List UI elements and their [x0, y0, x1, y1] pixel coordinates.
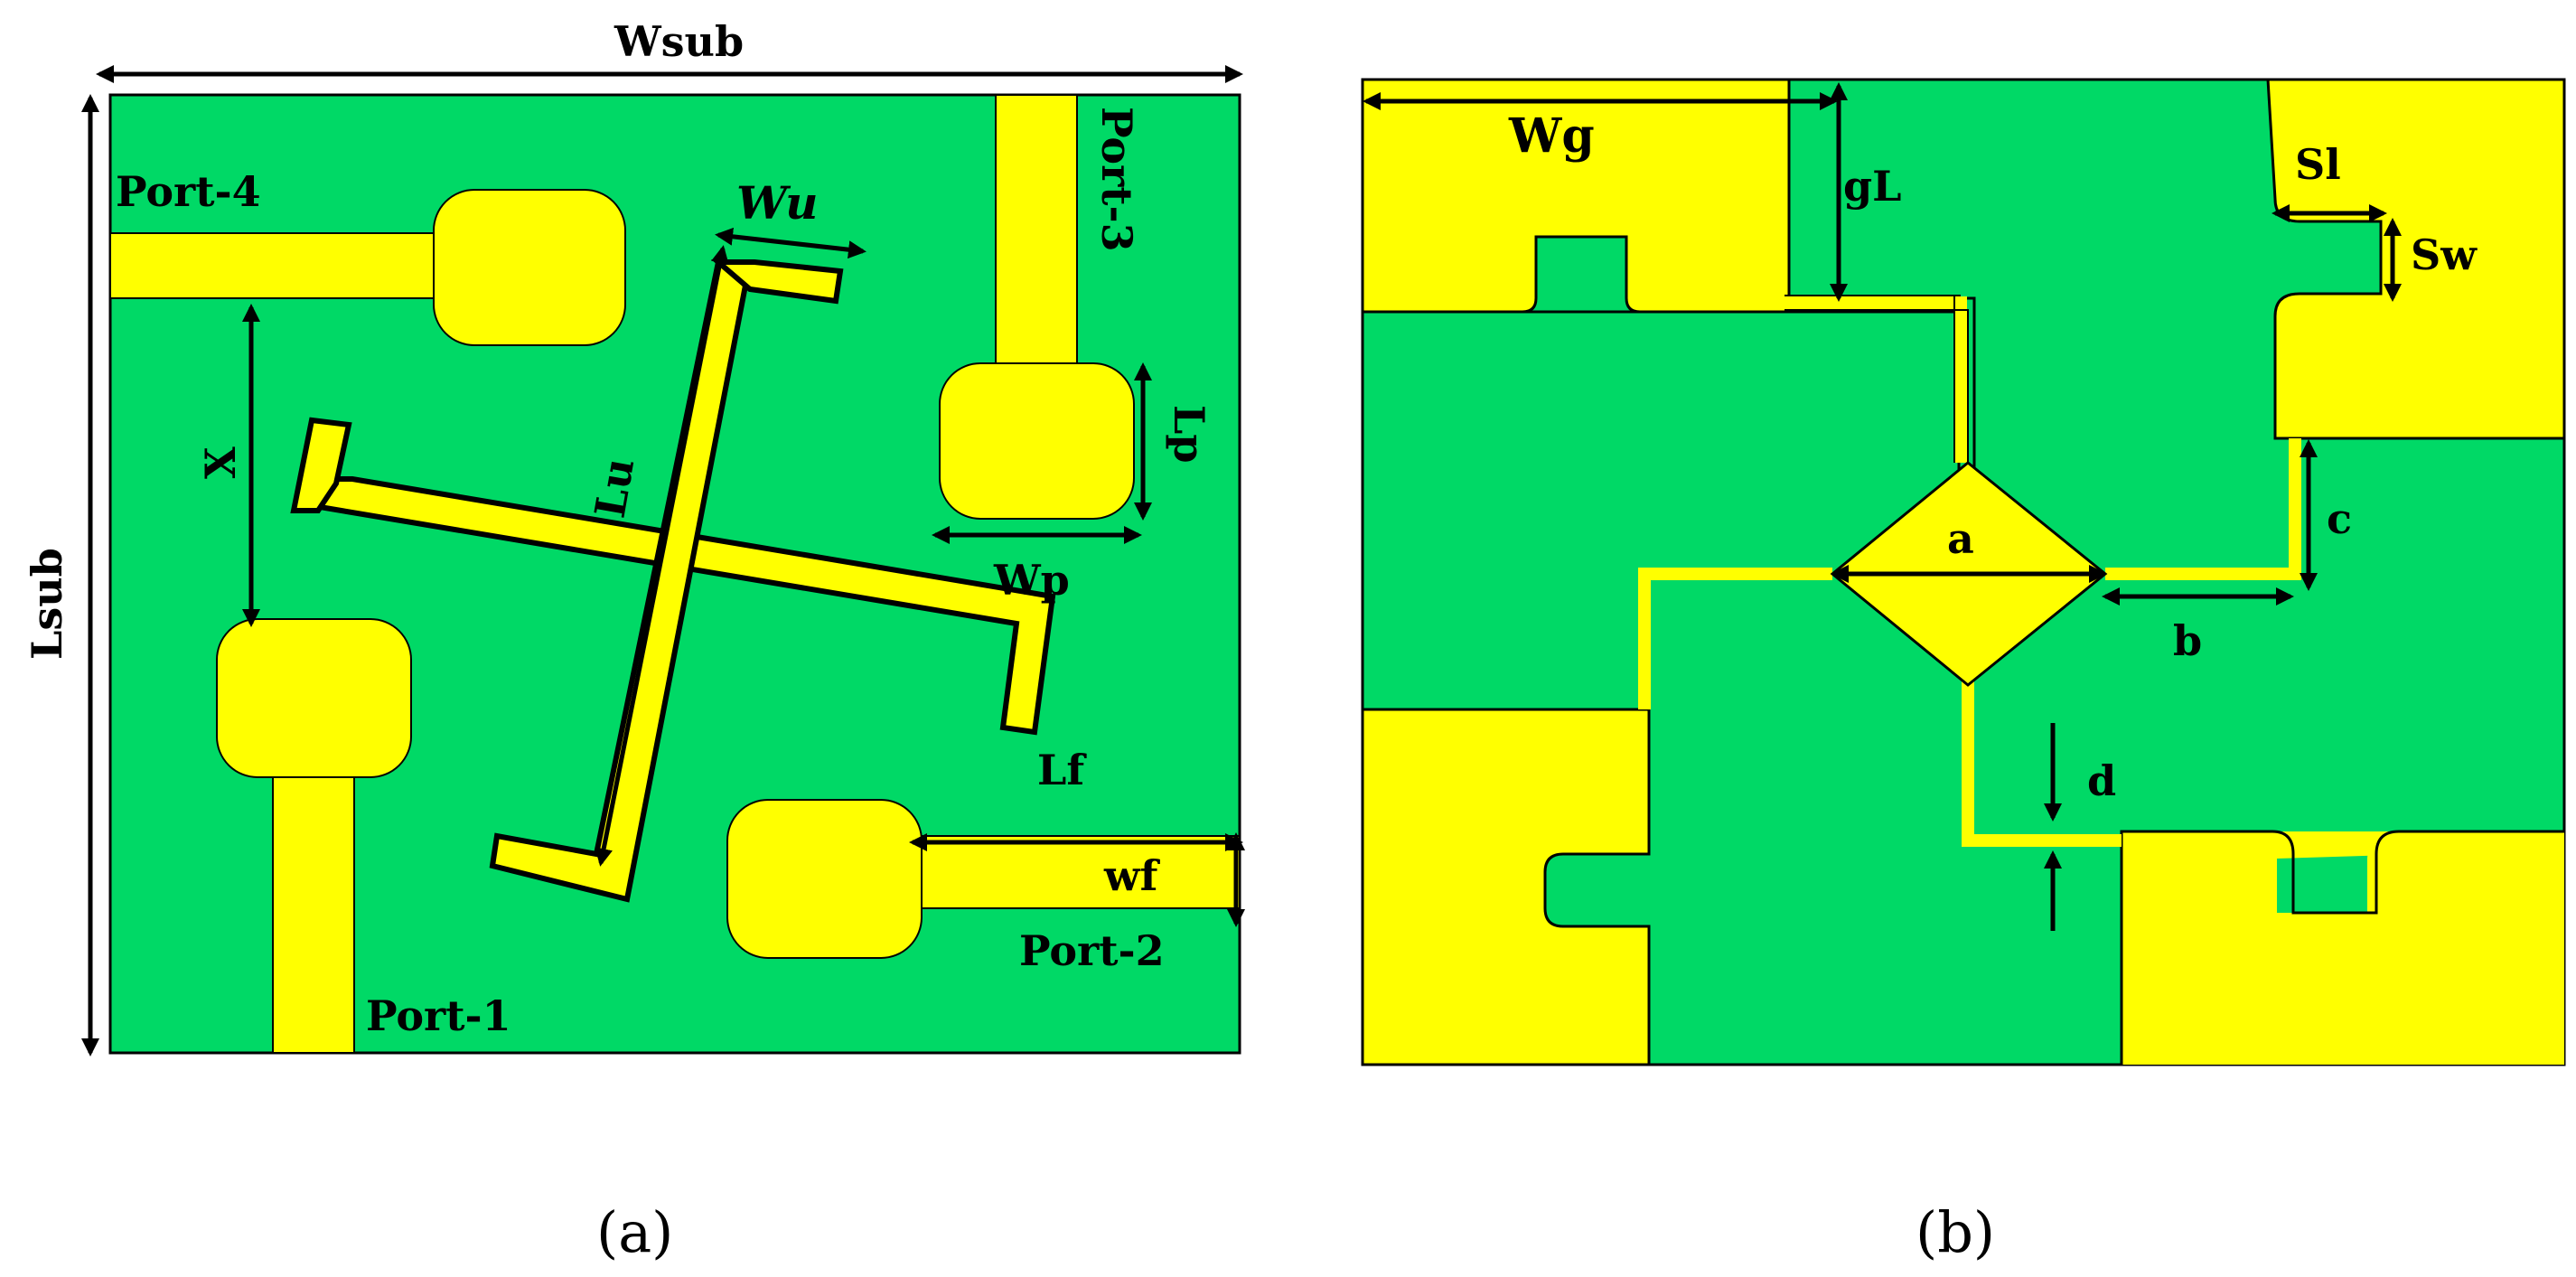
microstrip-trace-lower	[1962, 680, 2122, 847]
label-sl: Sl	[2295, 140, 2341, 189]
label-lp: Lp	[1165, 405, 1213, 464]
pad-port3	[939, 362, 1135, 520]
cross-resonator-hook-top	[710, 259, 844, 305]
label-port2: Port-2	[1019, 926, 1165, 975]
ground-bottom-right	[2122, 831, 2564, 1065]
pad-port1	[216, 618, 412, 778]
ground-bottom-right-outline	[2120, 830, 2564, 1065]
label-port3: Port-3	[1092, 107, 1141, 252]
feed-line-port3	[995, 94, 1078, 385]
label-port4: Port-4	[116, 167, 261, 216]
label-sw: Sw	[2411, 230, 2478, 279]
label-d: d	[2087, 756, 2116, 805]
label-gl: gL	[1843, 162, 1902, 211]
cross-resonator-strip1	[309, 476, 1056, 736]
dim-lu	[595, 245, 729, 867]
microstrip-trace-upper	[1784, 296, 1967, 463]
microstrip-trace-right	[2105, 438, 2301, 580]
ground-bottom-left	[1361, 708, 1651, 1066]
feed-line-port4	[109, 232, 454, 299]
pad-port4	[433, 189, 626, 346]
panel-b: Wg gL Sl Sw a b c d	[1361, 78, 2566, 1066]
label-wg: Wg	[1508, 108, 1595, 164]
feed-line-port2	[885, 835, 1241, 909]
cross-resonator-hook-left	[290, 417, 352, 513]
label-wf: wf	[1103, 851, 1161, 900]
label-port1: Port-1	[366, 991, 511, 1040]
label-c: c	[2327, 494, 2352, 543]
label-wp: Wp	[993, 556, 1070, 605]
substrate-b	[1361, 78, 2566, 1066]
label-a: a	[1947, 514, 1974, 563]
label-lf: Lf	[1037, 746, 1087, 794]
label-wsub: Wsub	[614, 17, 744, 66]
caption-b: (b)	[1916, 1199, 1995, 1265]
caption-a: (a)	[596, 1199, 673, 1265]
label-lu: Lu	[585, 455, 644, 521]
label-lsub: Lsub	[23, 548, 71, 660]
label-b: b	[2173, 616, 2202, 665]
label-wu: Wu	[736, 176, 818, 230]
dim-wu	[715, 227, 866, 259]
microstrip-trace-left	[1638, 568, 1832, 709]
pad-port2	[726, 799, 923, 959]
feed-line-port1	[272, 740, 355, 1054]
panel-a: Wsub Lsub Port-4 Port-3 Port-2 Port-1 Wu…	[23, 17, 1245, 1056]
label-x: X	[196, 446, 245, 479]
